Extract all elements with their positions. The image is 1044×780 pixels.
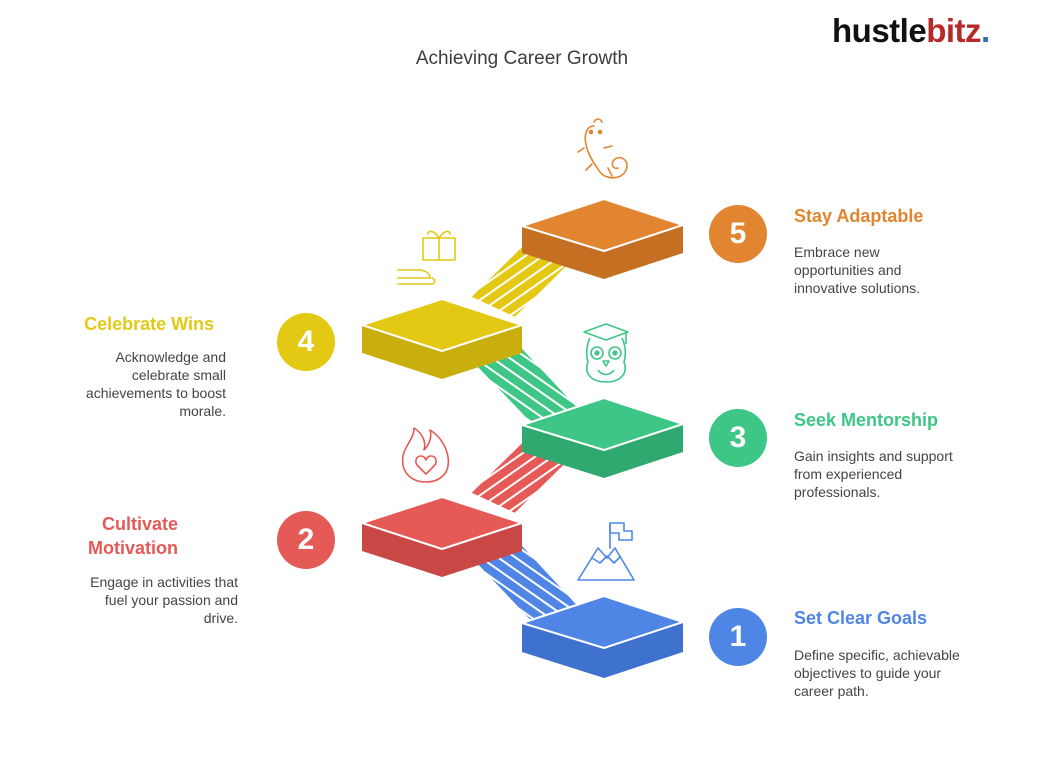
platform-yellow (361, 298, 523, 379)
step-1-badge: 1 (709, 608, 767, 666)
step-4-description: Acknowledge and celebrate small achievem… (85, 349, 226, 419)
platform-green (521, 397, 684, 478)
step-3-description: Gain insights and support from experienc… (794, 448, 953, 500)
owl-graduate-icon (583, 323, 629, 383)
logo-dot: . (981, 12, 990, 49)
step-4-badge: 4 (277, 313, 335, 371)
step-5-title: Stay Adaptable (794, 206, 924, 226)
step-3-title: Seek Mentorship (794, 410, 939, 430)
step-1-description: Define specific, achievable objectives t… (794, 647, 960, 699)
platform-orange (521, 198, 684, 279)
diagram-title: Achieving Career Growth (415, 48, 629, 69)
step-4-title: Celebrate Wins (84, 314, 214, 334)
platform-blue (521, 595, 684, 678)
step-3-badge: 3 (709, 409, 767, 467)
step-5-badge: 5 (709, 205, 767, 263)
step-1-title: Set Clear Goals (794, 608, 928, 628)
chameleon-icon (577, 118, 628, 179)
brand-logo: hustlebitz. (832, 12, 990, 50)
logo-text-part1: hustle (832, 12, 927, 49)
logo-text-part2: bitz (926, 12, 982, 49)
step-2-title: Cultivate Motivation (88, 514, 178, 558)
step-2-description: Engage in activities that fuel your pass… (90, 574, 238, 626)
platform-red (361, 496, 523, 577)
gift-hand-icon (397, 230, 456, 285)
flame-heart-icon (401, 427, 450, 483)
step-2-badge: 2 (277, 511, 335, 569)
mountain-flag-icon (577, 522, 635, 581)
step-5-description: Embrace new opportunities and innovative… (794, 244, 921, 296)
